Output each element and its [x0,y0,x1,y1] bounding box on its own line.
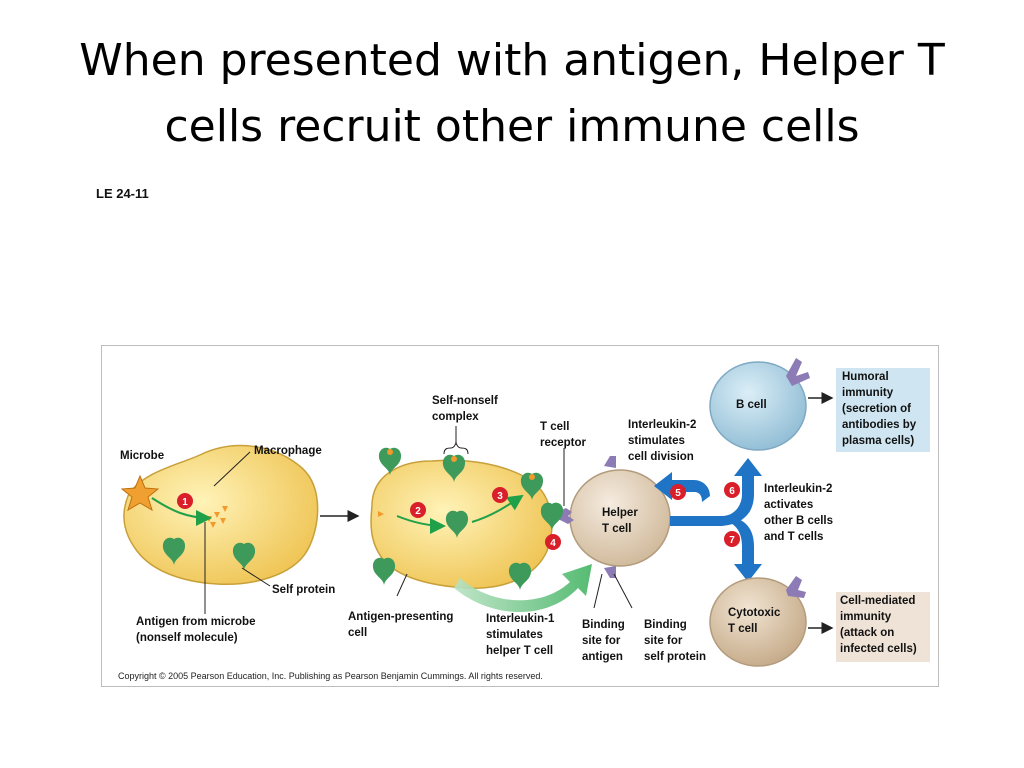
slide-title: When presented with antigen, Helper T ce… [40,28,984,160]
figure-svg: 1 2 3 4 5 6 7 Microbe Macrophage Self pr… [118,358,930,681]
step-badge-5: 5 [670,484,686,500]
step-badge-3: 3 [492,487,508,503]
label-microbe: Microbe [120,450,164,462]
svg-text:4: 4 [550,538,556,549]
interleukin1-arrow [454,564,592,613]
immune-response-figure: 1 2 3 4 5 6 7 Microbe Macrophage Self pr… [101,345,939,687]
label-helper-t-cell: Helper T cell [602,507,641,535]
processing-arrow-2 [396,515,446,534]
label-binding-site-antigen: Binding site for antigen [582,619,628,663]
step-badge-2: 2 [410,502,426,518]
processing-arrow-1 [151,497,212,526]
label-antigen-from-microbe: Antigen from microbe (nonself molecule) [136,616,259,644]
label-t-cell-receptor: T cell receptor [540,421,587,449]
b-cell [709,361,807,451]
label-binding-site-self: Binding site for self protein [644,619,706,663]
label-b-cell: B cell [736,399,767,411]
copyright-notice: Copyright © 2005 Pearson Education, Inc.… [118,671,543,681]
label-cell-mediated-immunity: Cell-mediated immunity (attack on infect… [840,595,919,655]
label-cytotoxic-t-cell: Cytotoxic T cell [728,607,784,635]
label-self-protein: Self protein [272,584,335,596]
svg-text:2: 2 [415,506,421,517]
self-protein-icon [162,537,256,570]
svg-text:6: 6 [729,486,735,497]
cytotoxic-receptor-icon [786,576,806,598]
svg-text:3: 3 [497,491,503,502]
svg-text:5: 5 [675,488,681,499]
label-macrophage: Macrophage [254,445,322,457]
b-cell-receptor-icon [786,358,810,386]
interleukin2-arrows [654,458,762,582]
label-humoral-immunity: Humoral immunity (secretion of antibodie… [842,371,919,447]
processing-arrow-3 [471,494,524,523]
label-interleukin2-division: Interleukin-2 stimulates cell division [628,419,700,463]
slide-title-line-1: When presented with antigen, Helper T [79,35,945,86]
step-badge-4: 4 [545,534,561,550]
label-antigen-presenting-cell: Antigen-presenting cell [348,611,457,639]
step-badge-1: 1 [177,493,193,509]
svg-text:7: 7 [729,535,735,546]
label-interleukin2-activates: Interleukin-2 activates other B cells an… [764,483,836,543]
cytotoxic-t-cell [709,577,807,667]
label-interleukin1: Interleukin-1 stimulates helper T cell [486,613,558,657]
figure-id: LE 24-11 [96,186,149,201]
macrophage-cell [123,444,319,585]
slide-title-line-2: cells recruit other immune cells [164,101,860,152]
label-self-nonself-complex: Self-nonself complex [432,395,501,423]
cell-mediated-immunity-box [836,592,930,662]
svg-text:1: 1 [182,497,188,508]
humoral-immunity-box [836,368,930,452]
step-badge-6: 6 [724,482,740,498]
microbe-icon [120,474,160,512]
step-badge-7: 7 [724,531,740,547]
